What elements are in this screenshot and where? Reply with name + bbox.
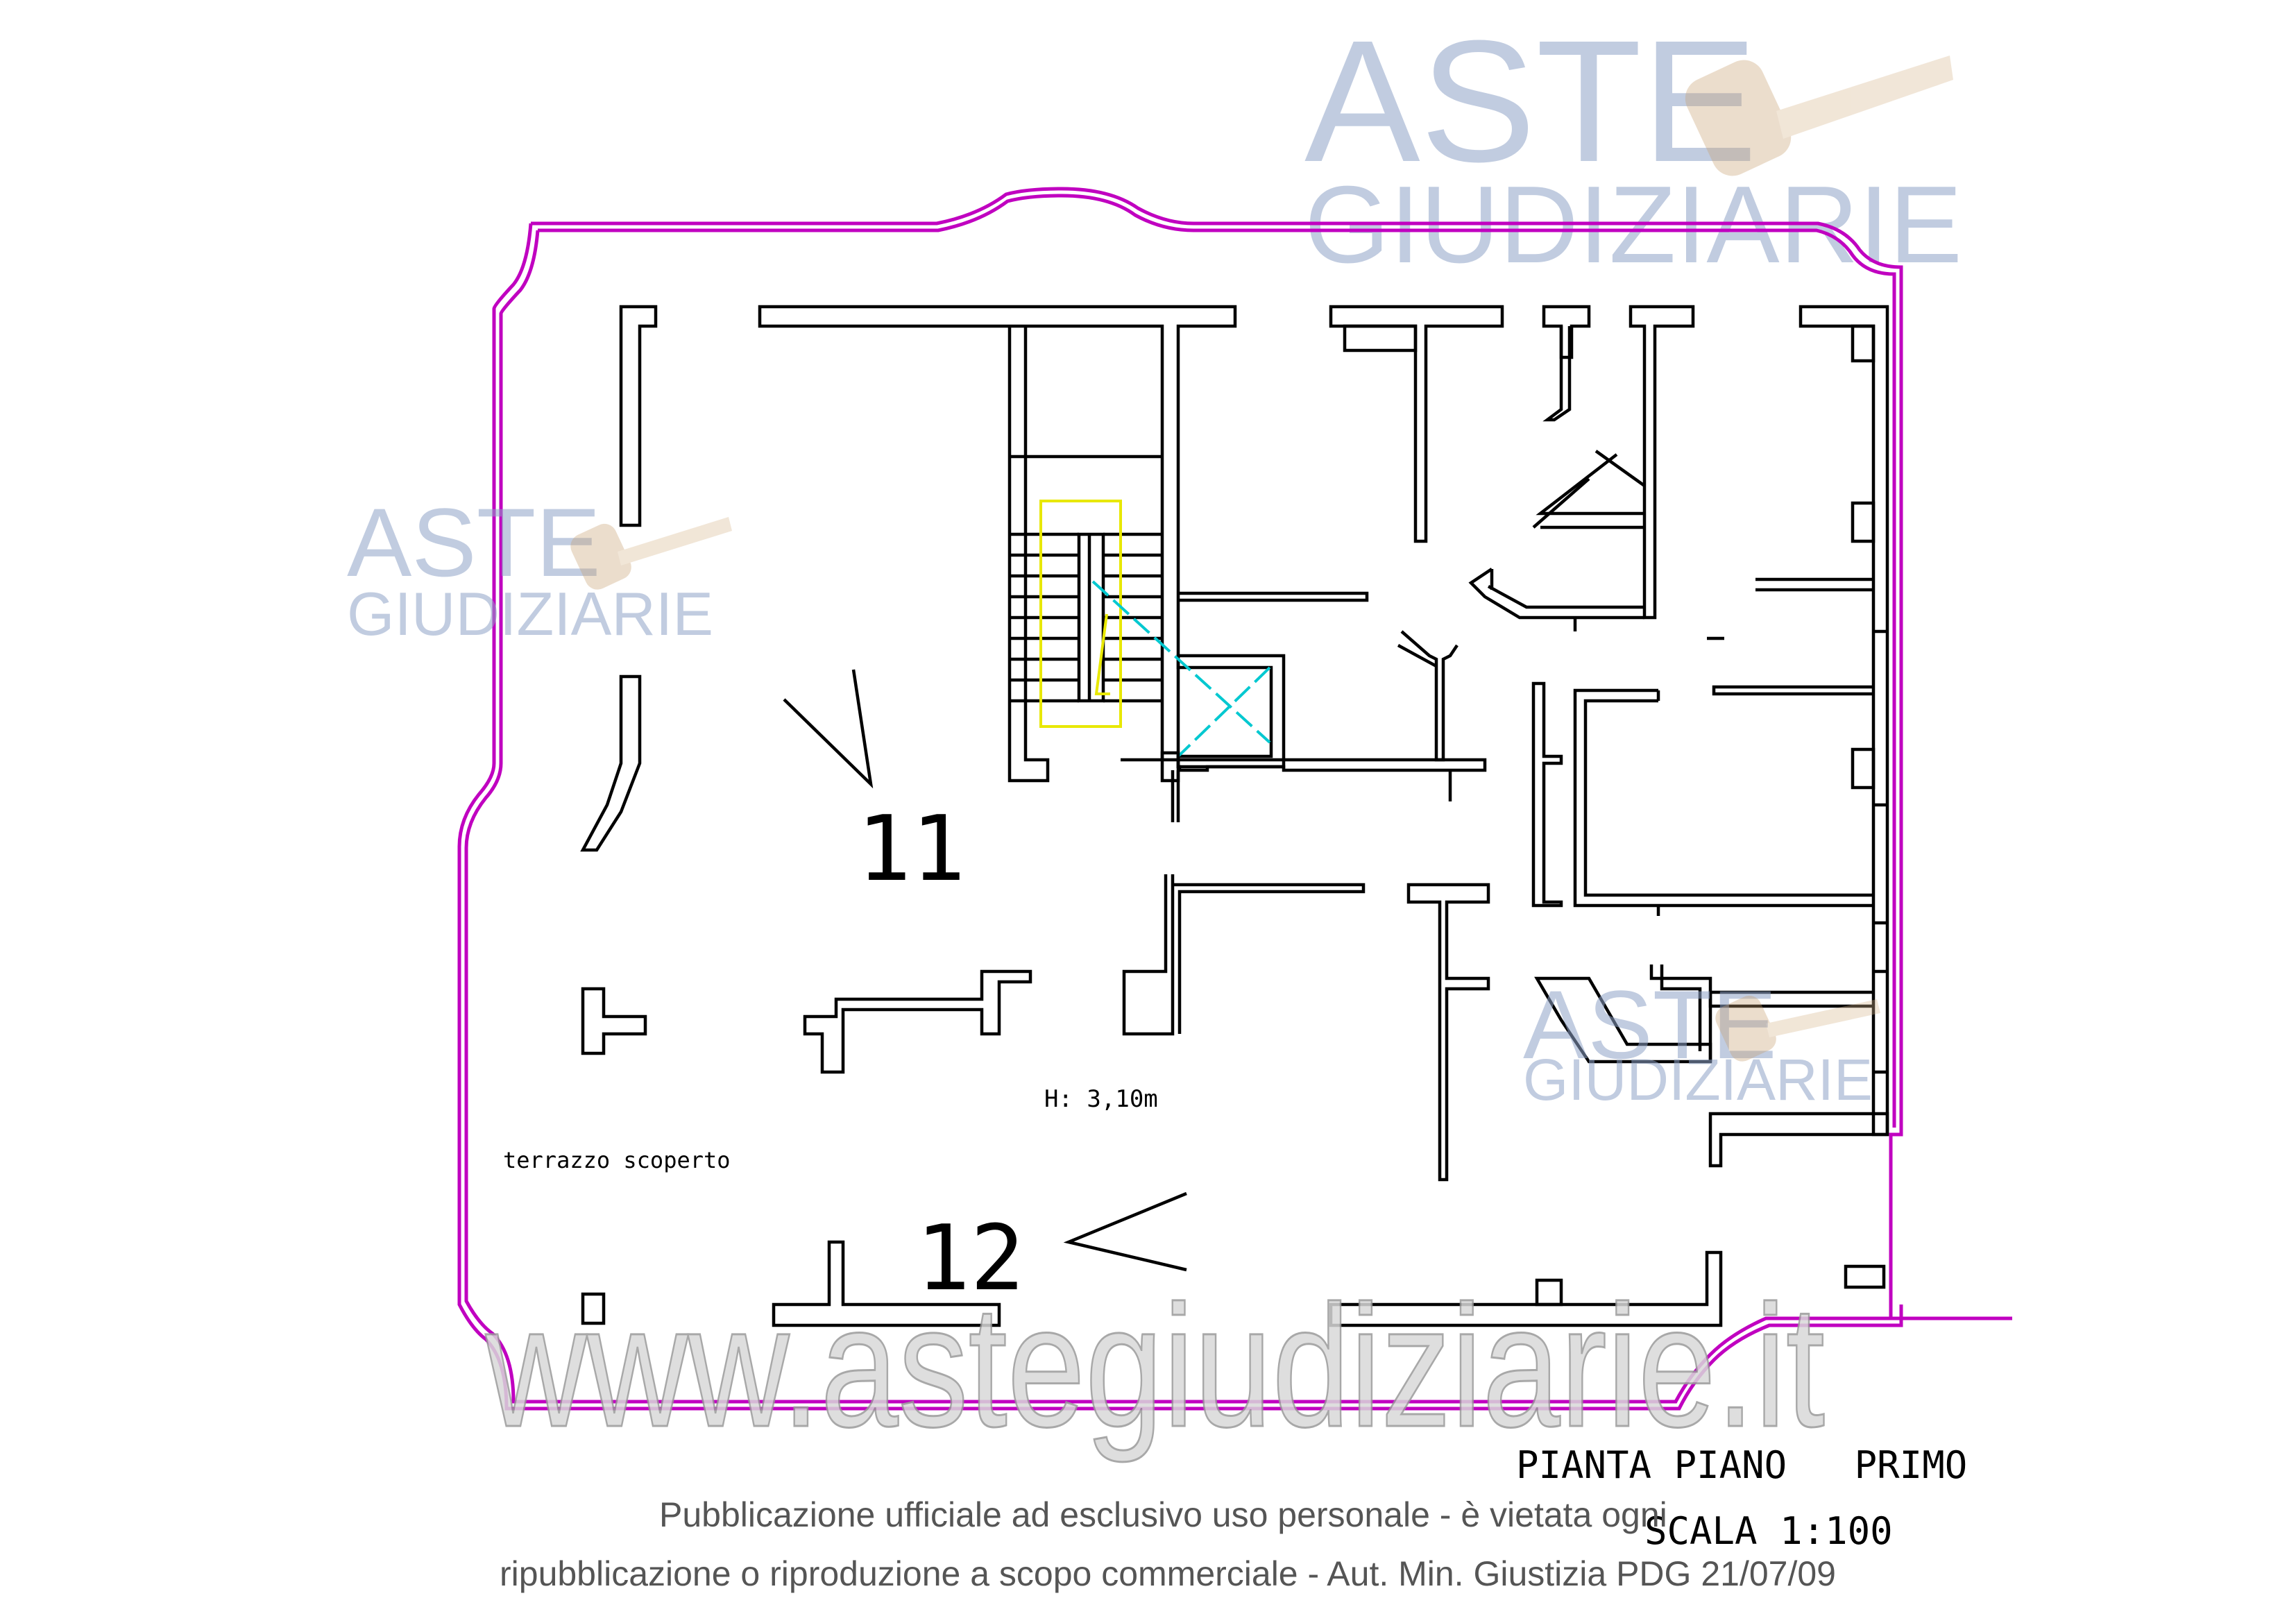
watermark-logo-left: ASTE GIUDIZIARIE: [347, 488, 732, 648]
property-boundary: [457, 187, 2012, 1411]
watermark-logo-right: ASTE GIUDIZIARIE: [1523, 970, 1880, 1112]
gavel-icon: [1715, 995, 1880, 1062]
room-12-label: 12: [916, 1205, 1025, 1311]
corridor-walls: [1178, 305, 1504, 801]
bottom-right-walls: [1329, 883, 1723, 1327]
right-rooms: [1531, 305, 1889, 1289]
stair-outline: [1039, 500, 1122, 728]
property-boundary-inner: [464, 194, 1896, 1404]
plan-scale: SCALA 1:100: [1644, 1509, 1893, 1553]
stair-block: [758, 305, 1237, 783]
plan-title: PIANTA PIANO PRIMO: [1516, 1443, 1967, 1487]
disclaimer-line2: ripubblicazione o riproduzione a scopo c…: [500, 1554, 1836, 1593]
watermark-right-line1: ASTE: [1523, 970, 1777, 1079]
watermark-left-line2: GIUDIZIARIE: [347, 579, 713, 648]
stair-treads: [1010, 532, 1162, 703]
gavel-icon: [1685, 56, 1953, 176]
room-11-label: 11: [857, 796, 966, 901]
left-walls: [580, 305, 658, 1325]
watermark-logo-top: ASTE GIUDIZIARIE: [1304, 4, 1962, 286]
ceiling-height-label: H: 3,10m: [1044, 1085, 1158, 1113]
center-walls: [772, 874, 1366, 1327]
disclaimer-line1: Pubblicazione ufficiale ad esclusivo uso…: [659, 1495, 1667, 1534]
lift-shaft: [1091, 580, 1487, 822]
watermark-left-line1: ASTE: [347, 488, 601, 597]
watermark-brand-line1: ASTE: [1304, 4, 1758, 198]
terrace-label: terrazzo scoperto: [503, 1147, 731, 1173]
watermark-url: www.astegiudiziarie.it: [485, 1269, 1825, 1463]
direction-arrows: [783, 669, 1187, 1272]
gavel-icon: [570, 517, 732, 590]
watermark-right-line2: GIUDIZIARIE: [1523, 1047, 1873, 1112]
service-rooms: [1468, 305, 1695, 631]
